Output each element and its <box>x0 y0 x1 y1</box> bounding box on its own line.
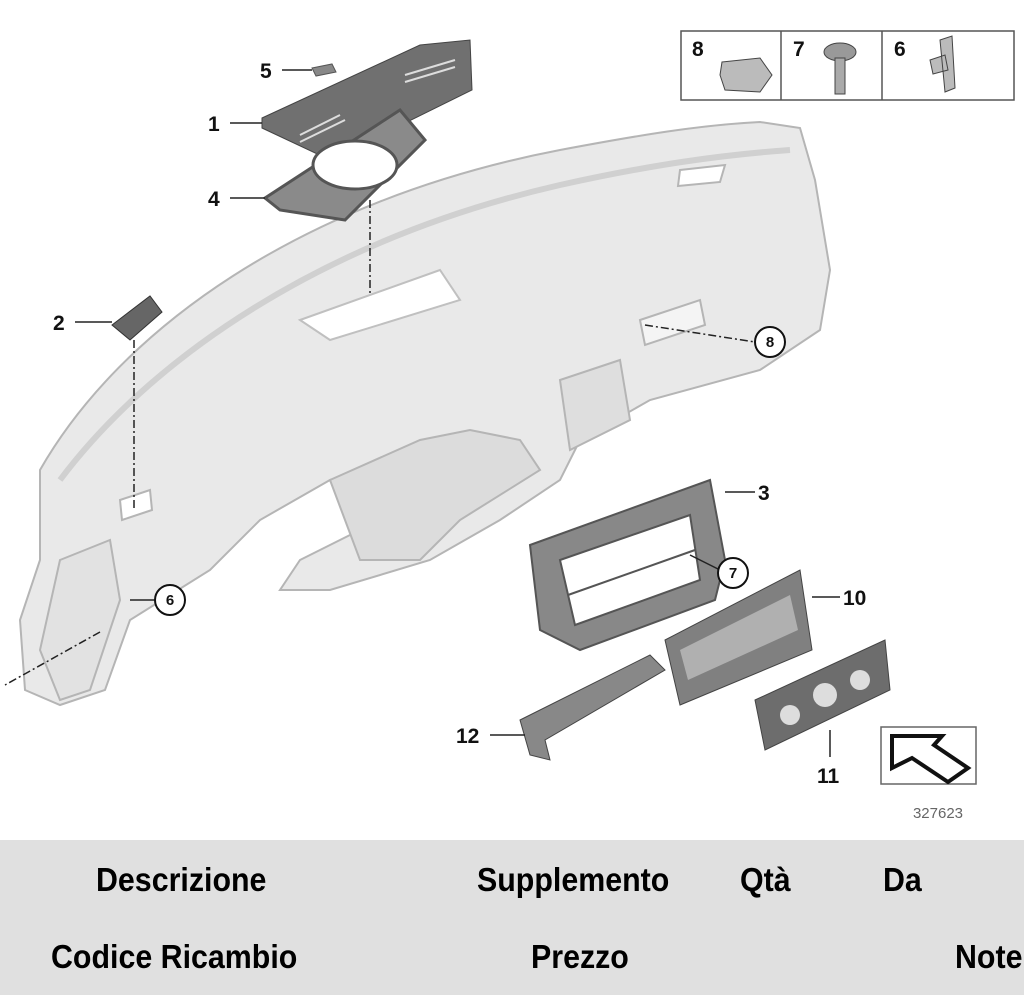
orientation-arrow-icon: 327623 <box>880 726 977 822</box>
dashboard-illustration <box>18 120 832 707</box>
callout-1: 1 <box>208 113 220 136</box>
part-10-panel <box>664 569 813 706</box>
callout-7: 7 <box>729 565 737 582</box>
fasteners-inset: 8 7 6 <box>680 30 1015 101</box>
column-header-price[interactable]: Prezzo <box>531 938 629 975</box>
parts-table-header: Descrizione Supplemento Qtà Da Codice Ri… <box>0 840 1024 995</box>
bracket-clip-icon <box>929 35 956 93</box>
callout-12: 12 <box>456 725 479 748</box>
part-11-control-panel <box>754 639 891 751</box>
callout-11: 11 <box>817 765 840 788</box>
column-header-from[interactable]: Da <box>883 861 922 898</box>
inset-label-8: 8 <box>692 38 704 61</box>
screw-icon <box>823 42 857 95</box>
inset-label-7: 7 <box>793 38 805 61</box>
callout-2: 2 <box>53 312 65 335</box>
diagram-reference-number: 327623 <box>913 805 963 822</box>
leader-lines <box>4 69 840 757</box>
callout-6: 6 <box>166 592 174 609</box>
clip-nut-icon <box>719 57 773 93</box>
callout-labels: 5 1 4 2 3 10 12 11 8 7 6 <box>53 60 866 788</box>
callout-3: 3 <box>758 482 770 505</box>
part-3-frame <box>528 478 727 652</box>
callout-8: 8 <box>766 334 774 351</box>
column-header-supplement[interactable]: Supplemento <box>477 861 670 898</box>
parts-diagram: 5 1 4 2 3 10 12 11 8 7 6 8 7 6 327623 <box>4 30 1015 822</box>
callout-10: 10 <box>843 587 866 610</box>
callout-4: 4 <box>208 188 220 211</box>
column-header-notes[interactable]: Note <box>955 938 1023 975</box>
column-header-quantity[interactable]: Qtà <box>740 861 791 898</box>
part-1-cover <box>261 39 473 161</box>
part-12-bracket <box>519 654 666 761</box>
inset-label-6: 6 <box>894 38 906 61</box>
callout-5: 5 <box>260 60 272 83</box>
part-4-bracket <box>262 108 428 222</box>
part-2-vent <box>111 295 163 341</box>
part-5-clip <box>311 63 337 77</box>
column-header-description[interactable]: Descrizione <box>96 861 267 898</box>
column-header-part-code[interactable]: Codice Ricambio <box>51 938 298 975</box>
